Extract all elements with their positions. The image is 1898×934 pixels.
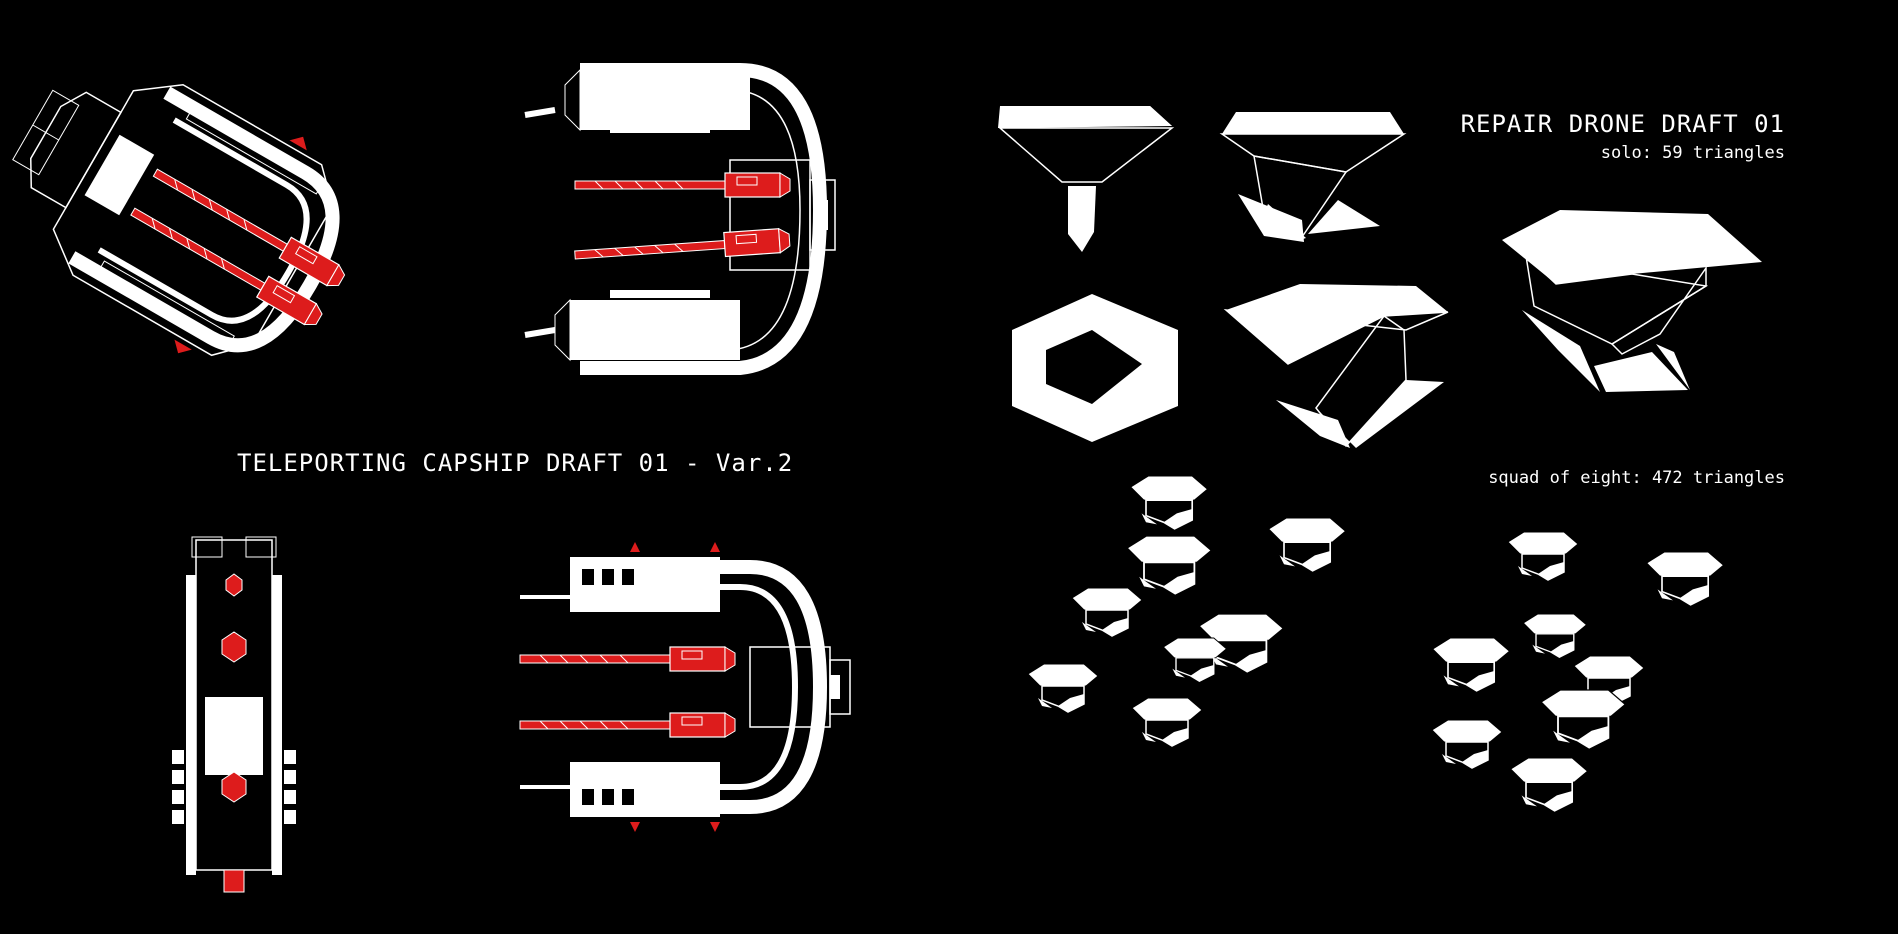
- squad-caption: squad of eight: 472 triangles: [1488, 468, 1785, 488]
- drone-squad-right: [1431, 531, 1725, 812]
- drone-squad-left: [1027, 475, 1347, 747]
- drone-title: REPAIR DRONE DRAFT 01: [1460, 110, 1785, 138]
- drone-side-view: [1219, 112, 1407, 242]
- solo-caption: solo: 59 triangles: [1600, 143, 1785, 163]
- drone-iso-view: [1223, 284, 1449, 448]
- capship-top-view: [519, 542, 851, 832]
- drone-large-iso-view: [1502, 210, 1762, 392]
- capship-iso-view: [12, 83, 349, 357]
- drone-front-view: [997, 106, 1175, 252]
- capship-front-view: [524, 63, 836, 375]
- capship-title: TELEPORTING CAPSHIP DRAFT 01 - Var.2: [237, 449, 794, 477]
- drone-top-view: [1012, 294, 1178, 442]
- capship-side-view: [172, 536, 296, 893]
